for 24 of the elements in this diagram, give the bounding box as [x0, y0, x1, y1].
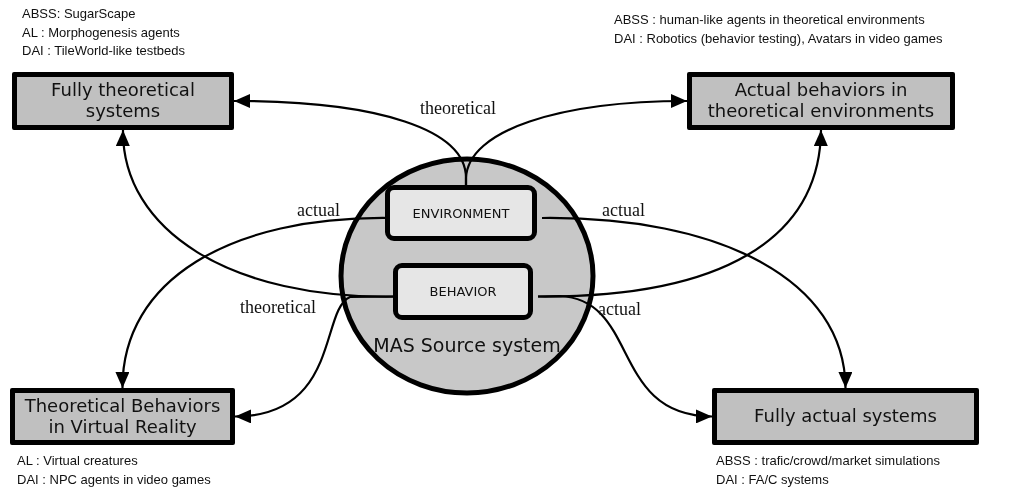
example-note: DAI : Robotics (behavior testing), Avatars in video games [614, 30, 943, 46]
outcome-box: Fully theoretical systems [12, 72, 234, 130]
source-system-ellipse [338, 156, 596, 396]
example-note: AL : Virtual creatures [17, 453, 138, 468]
edge-label: actual [297, 200, 340, 221]
system-label: MAS Source system [372, 334, 562, 356]
edge-label: actual [598, 299, 641, 320]
component-box: ENVIRONMENT [385, 185, 537, 241]
edge-label: theoretical [240, 297, 316, 318]
outcome-box: Fully actual systems [712, 388, 979, 445]
example-note: ABSS : human-like agents in theoretical environments [614, 12, 925, 27]
example-note: DAI : TileWorld-like testbeds [22, 43, 186, 58]
arrow [537, 294, 713, 422]
edge-label: actual [602, 200, 645, 221]
example-note: AL : Morphogenesis agents [22, 24, 180, 40]
example-note: DAI : NPC agents in video games [17, 471, 211, 487]
outcome-box: Actual behaviors in theoretical environments [687, 72, 955, 130]
example-note: DAI : FA/C systems [716, 471, 829, 487]
component-box: BEHAVIOR [393, 263, 533, 320]
example-note: ABSS: SugarScape [22, 6, 136, 21]
example-note: ABSS : trafic/crowd/market simulations [716, 453, 940, 468]
edge-label: theoretical [420, 98, 496, 119]
arrow [541, 216, 851, 389]
outcome-box: Theoretical Behaviors in Virtual Reality [10, 388, 235, 445]
